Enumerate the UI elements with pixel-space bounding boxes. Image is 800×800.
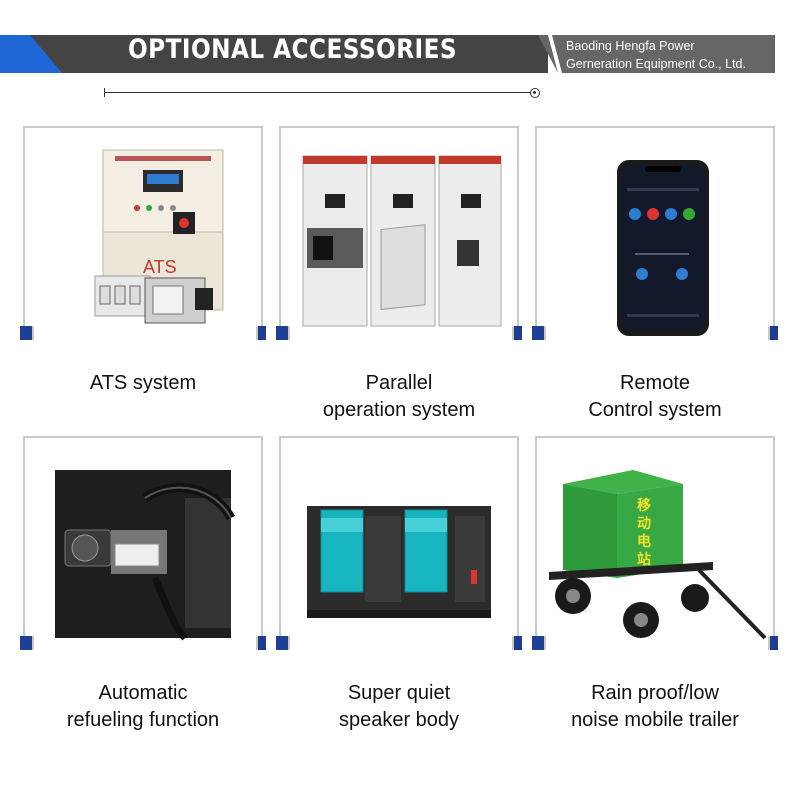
divider-line — [104, 92, 534, 93]
card-caption: Parallel operation system — [322, 372, 476, 421]
banner-shapes — [0, 35, 775, 100]
parallel-cabinets-photo — [281, 128, 517, 338]
ats-photo: ATS — [25, 128, 261, 338]
card-caption: ATS system — [89, 372, 197, 394]
card-caption: Automatic refueling function — [66, 682, 220, 731]
card-caption: Rain proof/low noise mobile trailer — [571, 682, 739, 731]
refuel-pump-photo — [25, 438, 261, 648]
company-name: Baoding Hengfa Power Gerneration Equipme… — [566, 39, 746, 71]
page-title: OPTIONAL ACCESSORIES — [128, 34, 458, 65]
header-banner: OPTIONAL ACCESSORIES Baoding Hengfa Powe… — [0, 0, 800, 100]
trailer-label: 动 — [637, 515, 651, 532]
trailer-label: 电 — [637, 533, 651, 550]
trailer-label: 移 — [637, 497, 651, 514]
trailer-photo: 移 动 电 站 — [537, 438, 773, 648]
silent-canopy-photo — [281, 438, 517, 648]
trailer-label: 站 — [637, 551, 651, 568]
card-caption: Super quiet speaker body — [338, 682, 460, 731]
divider-dot — [530, 88, 540, 98]
chevron-right-icon — [2, 1, 17, 23]
ats-panel-label: ATS — [143, 257, 177, 277]
card-caption: Remote Control system — [588, 372, 722, 421]
remote-phone-photo — [537, 128, 773, 338]
